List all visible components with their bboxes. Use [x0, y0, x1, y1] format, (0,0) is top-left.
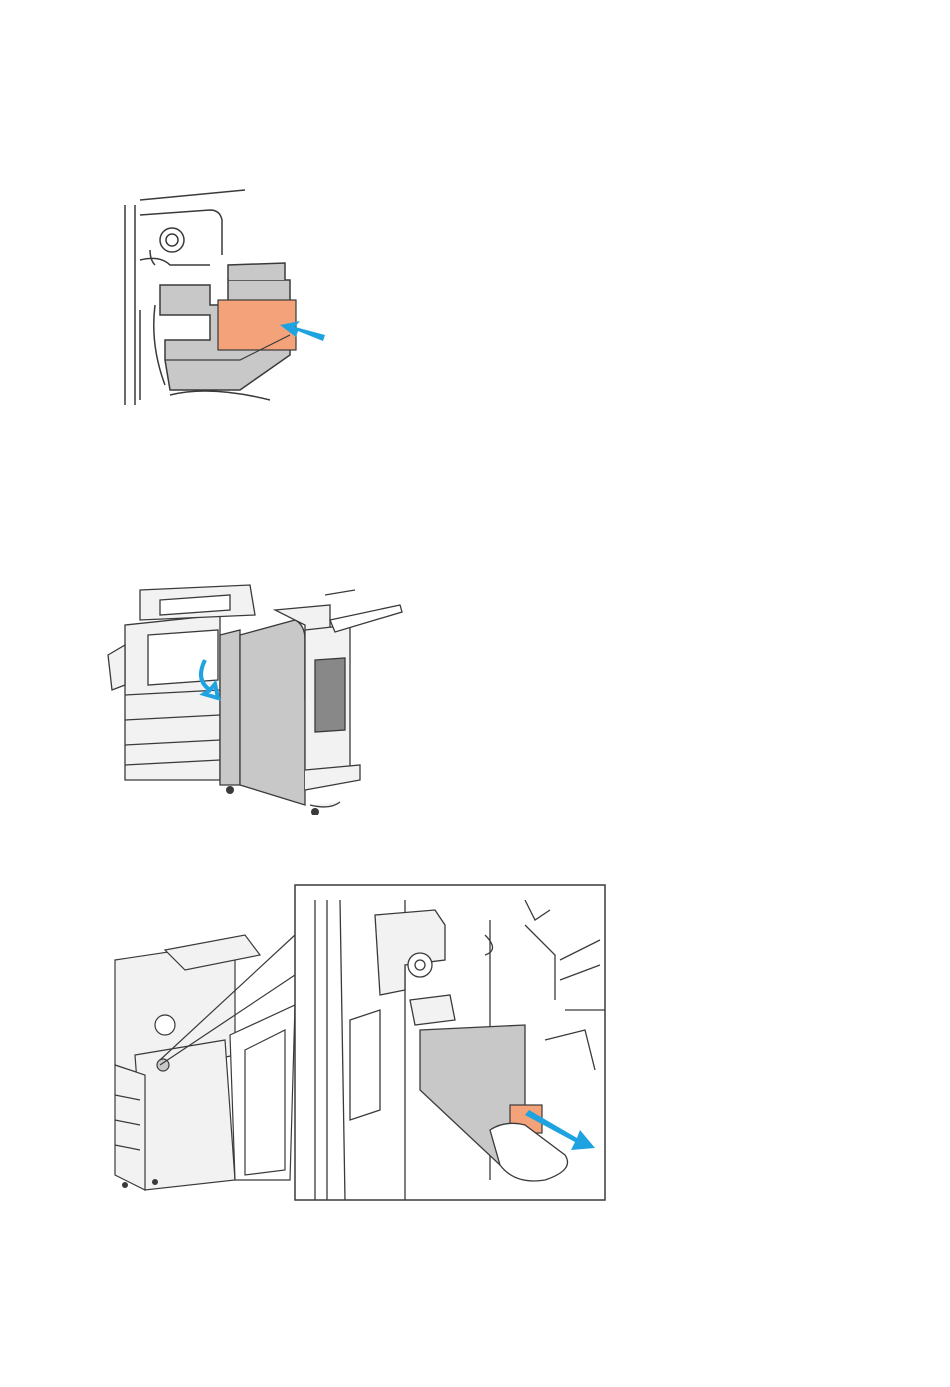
printer-finisher-drawing — [100, 580, 410, 815]
insert-cartridge-drawing — [110, 185, 370, 410]
illustration-remove-cartridge — [105, 880, 610, 1205]
cartridge-body — [160, 263, 296, 390]
illustration-printer-finisher — [100, 580, 410, 815]
remove-cartridge-drawing — [105, 880, 610, 1205]
illustration-insert-cartridge — [110, 185, 370, 410]
